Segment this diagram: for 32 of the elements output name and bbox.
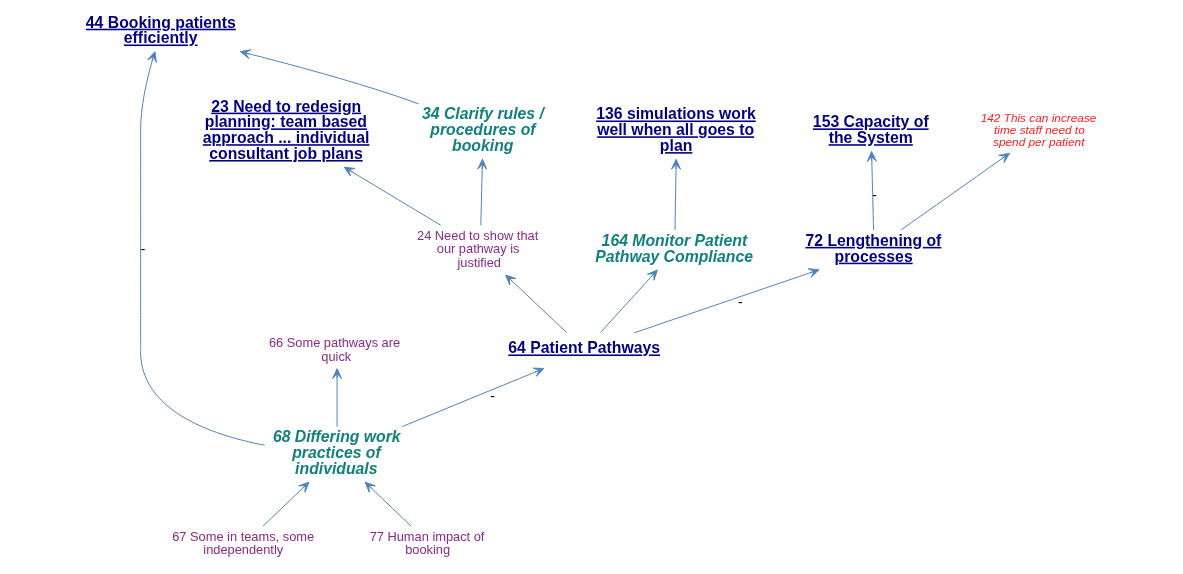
node-text: 72 Lengthening of processes: [805, 231, 942, 265]
edge-label: -: [738, 294, 743, 311]
edge-label: -: [490, 388, 495, 405]
arrow: [866, 151, 877, 231]
node-text: 77 Human impact of booking: [369, 528, 485, 558]
arrow: [343, 166, 442, 226]
arrow: [505, 274, 568, 333]
node-text: 24 Need to show that our pathway is justified: [417, 227, 539, 271]
node-text: 23 Need to redesign planning: team based approach ... individual consultant job plans: [202, 97, 370, 162]
node-text: 68 Differing work practices of individuals: [272, 428, 401, 477]
arrow: [671, 158, 681, 231]
node-text: 34 Clarify rules / procedures of booking: [421, 105, 544, 155]
node-text: 67 Some in teams, some independently: [172, 528, 315, 558]
edge-label: -: [140, 240, 146, 257]
node-text: 66 Some pathways are quick: [268, 335, 401, 364]
arrow: [140, 51, 266, 446]
node-text: 142 This can increase time staff need to spend per patient: [980, 111, 1097, 149]
arrow: [477, 158, 488, 226]
arrow: [239, 49, 419, 105]
node-text: 164 Monitor Patient Pathway Compliance: [595, 231, 754, 265]
arrow: [633, 268, 820, 334]
arrow: [600, 269, 658, 333]
arrow: [364, 481, 412, 527]
arrow: [332, 368, 342, 428]
edge-label: -: [872, 186, 877, 203]
arrow: [401, 367, 545, 428]
node-text: 64 Patient Pathways: [508, 339, 661, 357]
arrow: [900, 152, 1011, 231]
arrow: [262, 481, 310, 527]
node-text: 136 simulations work well when all goes to plan: [596, 105, 756, 155]
node-text: 44 Booking patients efficiently: [85, 13, 236, 47]
node-text: 153 Capacity of the System: [812, 113, 929, 147]
